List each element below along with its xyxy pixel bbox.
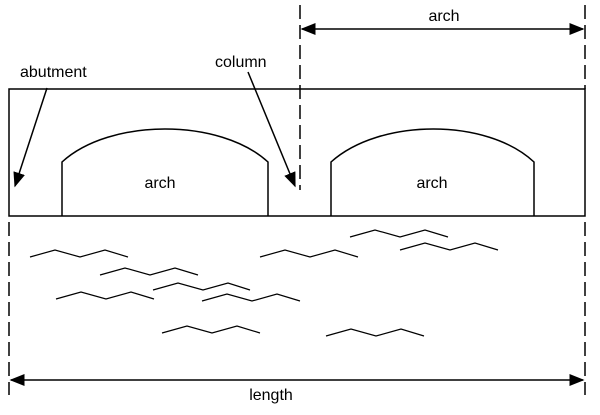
arch-left-label: arch (144, 175, 175, 192)
column-label: column (215, 54, 267, 71)
column-pointer-arrow (247, 71, 296, 188)
wave (201, 293, 301, 302)
bridge-body (8, 88, 586, 217)
wave (399, 242, 499, 251)
wave (152, 282, 251, 291)
arch-span-label: arch (428, 8, 459, 25)
wave (99, 267, 199, 276)
abutment-pointer-arrow (13, 87, 48, 188)
wave (349, 229, 449, 238)
wave (161, 325, 261, 334)
wave (259, 249, 359, 258)
arch-right-opening (330, 128, 535, 216)
arch-right-label: arch (416, 175, 447, 192)
wave (29, 249, 129, 258)
arch-left-opening (61, 128, 269, 216)
water-waves (29, 229, 499, 337)
abutment-label: abutment (20, 64, 87, 81)
wave (325, 328, 425, 337)
wave (55, 291, 155, 300)
length-label: length (249, 387, 293, 404)
